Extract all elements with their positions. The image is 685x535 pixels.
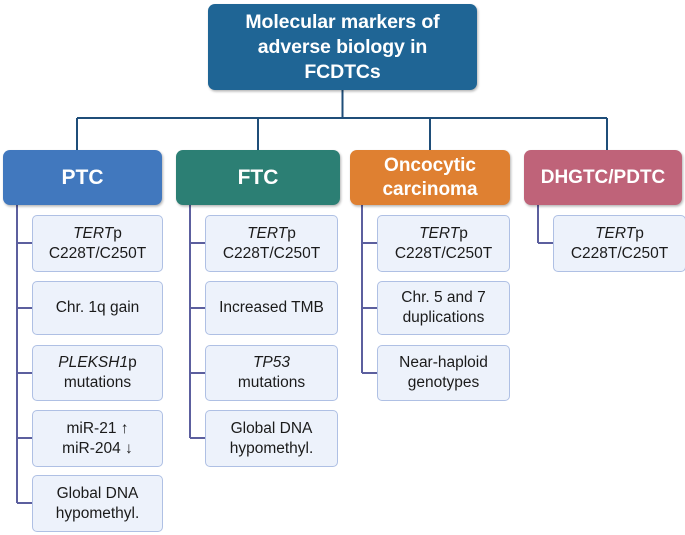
item-label: TERTp C228T/C250T (570, 224, 669, 262)
item-label: Global DNA hypomethyl. (55, 484, 140, 522)
root-title-box: Molecular markers of adverse biology in … (208, 4, 477, 90)
item-label: TP53 mutations (237, 354, 306, 391)
item-ftc-tp53: TP53 mutations (205, 345, 338, 401)
category-box-oncocytic[interactable]: Oncocytic carcinoma (350, 150, 510, 205)
item-label: Chr. 1q gain (55, 299, 140, 316)
category-box-dhgtc-pdtc[interactable]: DHGTC/PDTC (524, 150, 682, 205)
item-oncocytic-tertp: TERTp C228T/C250T (377, 215, 510, 272)
root-title-label: Molecular markers of adverse biology in … (245, 10, 440, 83)
category-label-oncocytic: Oncocytic carcinoma (382, 154, 478, 200)
category-box-ftc[interactable]: FTC (176, 150, 340, 205)
item-ptc-chr1q: Chr. 1q gain (32, 281, 163, 335)
item-label: Global DNA hypomethyl. (229, 419, 314, 457)
item-dhgtc-tertp: TERTp C228T/C250T (553, 215, 685, 272)
item-label: Increased TMB (219, 299, 324, 316)
item-ptc-mirna: miR-21 ↑ miR-204 ↓ (32, 410, 163, 467)
item-ptc-global-dna-hypomethyl: Global DNA hypomethyl. (32, 475, 163, 532)
item-ptc-plekhs1p: PLEKSH1p mutations (32, 345, 163, 401)
category-box-ptc[interactable]: PTC (3, 150, 162, 205)
item-label: miR-21 ↑ miR-204 ↓ (62, 419, 133, 457)
category-label-dhgtc-pdtc: DHGTC/PDTC (540, 166, 666, 188)
item-ftc-tertp: TERTp C228T/C250T (205, 215, 338, 272)
item-label: PLEKSH1p mutations (58, 354, 137, 391)
item-label: TERTp C228T/C250T (394, 224, 493, 262)
item-ftc-global-dna-hypomethyl: Global DNA hypomethyl. (205, 410, 338, 467)
category-label-ftc: FTC (237, 165, 279, 189)
item-ptc-tertp: TERTp C228T/C250T (32, 215, 163, 272)
item-label: Chr. 5 and 7 duplications (401, 289, 486, 326)
item-oncocytic-near-haploid: Near-haploid genotypes (377, 345, 510, 401)
item-label: TERTp C228T/C250T (48, 224, 147, 262)
item-label: Near-haploid genotypes (399, 354, 488, 391)
item-oncocytic-chr5-7-duplications: Chr. 5 and 7 duplications (377, 281, 510, 335)
item-ftc-increased-tmb: Increased TMB (205, 281, 338, 335)
item-label: TERTp C228T/C250T (222, 224, 321, 262)
category-label-ptc: PTC (61, 165, 104, 189)
